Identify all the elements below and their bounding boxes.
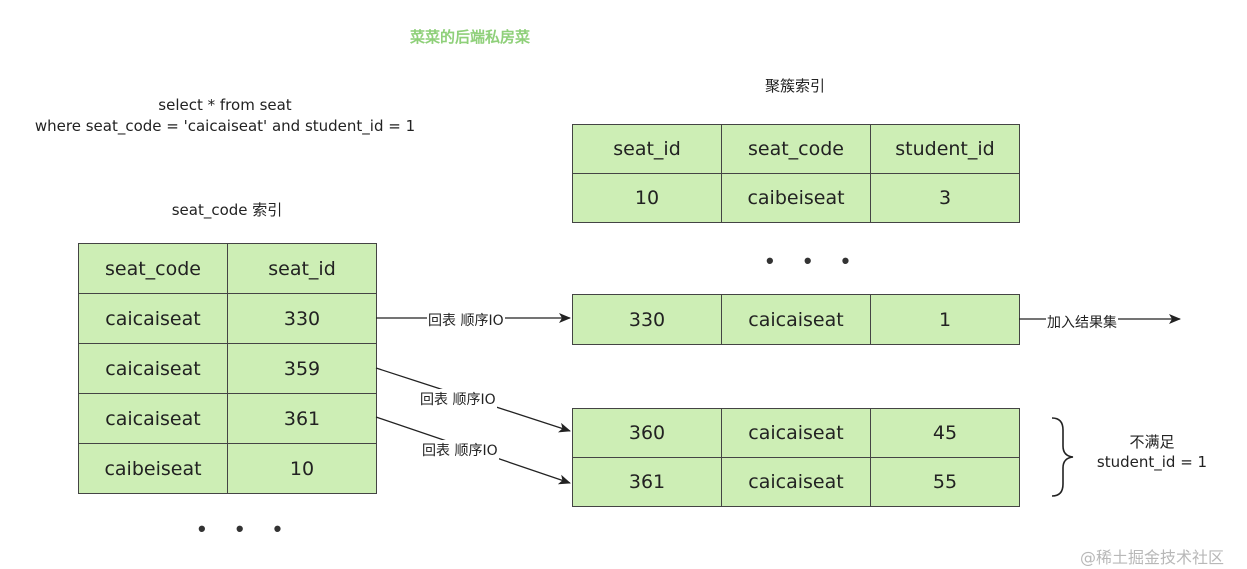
table-row: 360 caicaiseat 45 xyxy=(572,408,1020,458)
table-cell: 330 xyxy=(572,294,722,345)
secondary-index-table: seat_code seat_id caicaiseat 330 caicais… xyxy=(78,243,377,494)
table-cell: caicaiseat xyxy=(721,294,871,345)
table-cell: 55 xyxy=(870,457,1020,507)
table-row: 10 caibeiseat 3 xyxy=(572,173,1020,223)
table-row: caibeiseat 10 xyxy=(78,443,377,494)
header-cell: seat_id xyxy=(227,243,377,294)
edge-label-lookup-1: 回表 顺序IO xyxy=(427,310,505,330)
table-cell: 1 xyxy=(870,294,1020,345)
clustered-index-table-match: 330 caicaiseat 1 xyxy=(572,294,1020,345)
table-header-row: seat_id seat_code student_id xyxy=(572,124,1020,174)
header-cell: seat_id xyxy=(572,124,722,174)
table-cell: caicaiseat xyxy=(78,393,228,444)
sql-line-1: select * from seat xyxy=(158,96,292,114)
table-cell: 3 xyxy=(870,173,1020,223)
table-cell: caibeiseat xyxy=(78,443,228,494)
table-header-row: seat_code seat_id xyxy=(78,243,377,294)
sql-query: select * from seat where seat_code = 'ca… xyxy=(20,95,430,137)
table-cell: 361 xyxy=(572,457,722,507)
curly-brace xyxy=(1051,417,1074,497)
sql-line-2: where seat_code = 'caicaiseat' and stude… xyxy=(34,117,416,135)
filter-note: 不满足 student_id = 1 xyxy=(1084,432,1220,472)
table-cell: 10 xyxy=(227,443,377,494)
header-cell: student_id xyxy=(870,124,1020,174)
table-cell: caicaiseat xyxy=(721,408,871,458)
table-cell: 45 xyxy=(870,408,1020,458)
edge-label-lookup-3: 回表 顺序IO xyxy=(421,440,499,460)
table-row: 361 caicaiseat 55 xyxy=(572,457,1020,507)
diagram-title: 菜菜的后端私房菜 xyxy=(409,28,530,46)
secondary-index-label: seat_code 索引 xyxy=(171,201,283,219)
edge-label-add-result: 加入结果集 xyxy=(1046,312,1118,332)
table-cell: caibeiseat xyxy=(721,173,871,223)
clustered-index-table-nomatch: 360 caicaiseat 45 361 caicaiseat 55 xyxy=(572,408,1020,507)
table-cell: 330 xyxy=(227,293,377,344)
table-row: caicaiseat 359 xyxy=(78,343,377,394)
clustered-index-table-top: seat_id seat_code student_id 10 caibeise… xyxy=(572,124,1020,223)
ellipsis-index: • • • xyxy=(198,516,294,541)
edge-label-lookup-2: 回表 顺序IO xyxy=(419,389,497,409)
table-cell: caicaiseat xyxy=(78,343,228,394)
table-row: caicaiseat 330 xyxy=(78,293,377,344)
note-line-2: student_id = 1 xyxy=(1096,453,1208,471)
ellipsis-clustered: • • • xyxy=(766,248,862,273)
table-row: 330 caicaiseat 1 xyxy=(572,294,1020,345)
table-cell: 10 xyxy=(572,173,722,223)
note-line-1: 不满足 xyxy=(1129,433,1175,451)
watermark: @稀土掘金技术社区 xyxy=(1080,548,1225,567)
clustered-index-label: 聚簇索引 xyxy=(764,77,825,95)
table-cell: caicaiseat xyxy=(721,457,871,507)
table-cell: 360 xyxy=(572,408,722,458)
